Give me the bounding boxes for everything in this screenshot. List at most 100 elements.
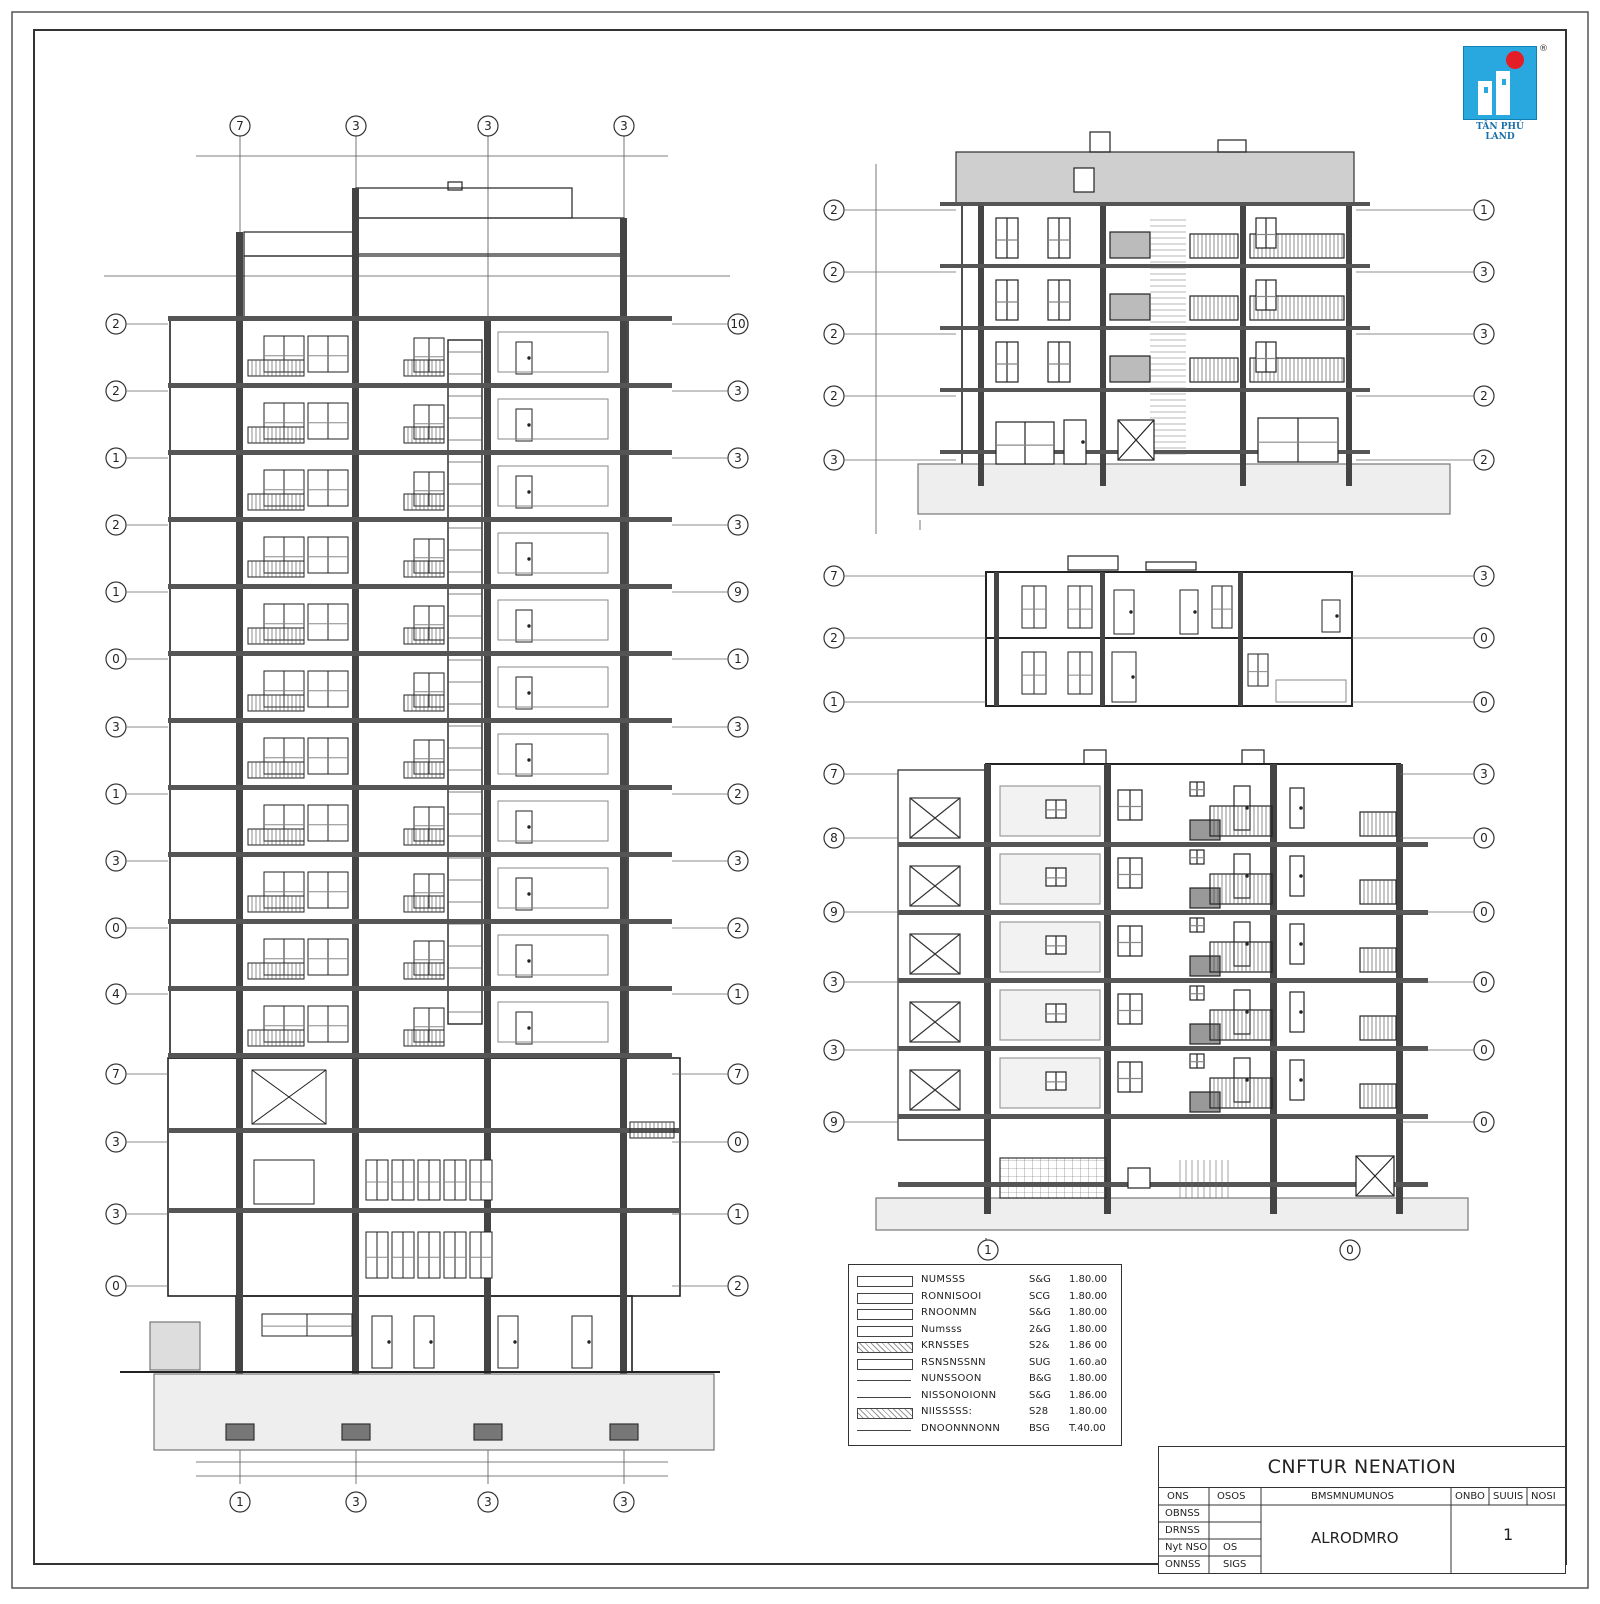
window (307, 804, 349, 842)
window (413, 672, 445, 708)
svg-text:0: 0 (1480, 695, 1488, 709)
door (515, 676, 533, 710)
balcony-railing (1249, 357, 1345, 383)
window (307, 871, 349, 909)
room-fixture (497, 532, 609, 574)
legend-code: S28 (1029, 1406, 1049, 1417)
window (1117, 789, 1143, 821)
window (307, 603, 349, 641)
door (515, 341, 533, 375)
svg-text:0: 0 (1480, 831, 1488, 845)
building-logo-icon (1478, 71, 1510, 115)
balcony-railing (247, 761, 305, 779)
mr-level-bubble-right: 0 (1473, 627, 1495, 649)
legend-val: 1.86.00 (1069, 1389, 1108, 1401)
balcony-railing (629, 1121, 675, 1139)
balcony-railing (403, 359, 445, 377)
legend-name: NISSONOIONN (921, 1389, 997, 1401)
window (1257, 417, 1339, 463)
title-block: CNFTUR NENATION ONS OSOS BMSMNUMUNOS ONB… (1158, 1446, 1566, 1574)
floor-slab (168, 651, 672, 656)
svg-text:3: 3 (112, 854, 120, 868)
level-bubble-left: 3 (105, 850, 127, 872)
mr-level-bubble-right: 0 (1473, 691, 1495, 713)
legend-name: DNOONNNONN (921, 1422, 1001, 1434)
fixture (1275, 679, 1347, 703)
legend-code: SCG (1029, 1290, 1051, 1302)
logo-mark (1463, 46, 1537, 120)
legend-val: T.40.00 (1069, 1422, 1106, 1434)
floor-slab (940, 388, 1370, 392)
grid-bubble-top: 7 (229, 115, 251, 137)
br-level-bubble-left: 8 (823, 827, 845, 849)
level-bubble-left: 0 (105, 1275, 127, 1297)
window (1189, 1053, 1205, 1069)
window (1045, 935, 1067, 955)
bottom-right-floors (898, 781, 1428, 1198)
brand-name: TÂN PHÚ LAND (1476, 122, 1524, 142)
window (1067, 585, 1093, 629)
balcony-railing (1189, 295, 1239, 321)
floor-slab (898, 1046, 1428, 1051)
balcony-railing (403, 895, 445, 913)
door (515, 408, 533, 442)
legend-val: 1.80.00 (1069, 1323, 1108, 1335)
level-bubble-right: 7 (727, 1063, 749, 1085)
balcony-railing (403, 1029, 445, 1047)
level-bubble-right: 2 (727, 917, 749, 939)
svg-text:1: 1 (1480, 203, 1488, 217)
level-bubble-left: 3 (105, 716, 127, 738)
svg-text:0: 0 (734, 1135, 742, 1149)
balcony-railing (403, 694, 445, 712)
tb-header-5: SUUIS (1493, 1491, 1524, 1502)
br-level-bubble-right: 0 (1473, 901, 1495, 923)
legend-name: RSNSNSSNN (921, 1356, 986, 1368)
svg-text:7: 7 (236, 119, 244, 133)
grid-bubble-top: 3 (477, 115, 499, 137)
window (1189, 917, 1205, 933)
svg-text:0: 0 (1480, 975, 1488, 989)
door (515, 810, 533, 844)
left-roof-box (355, 187, 573, 219)
window (1045, 1003, 1067, 1023)
panel (253, 1159, 315, 1205)
floor-slab (898, 842, 1428, 847)
window (995, 279, 1019, 321)
window (1189, 849, 1205, 865)
balcony-railing (1209, 1009, 1273, 1041)
br-level-bubble-left: 7 (823, 763, 845, 785)
balcony-railing (1209, 805, 1273, 837)
level-bubble-right: 10 (727, 313, 749, 335)
svg-text:3: 3 (620, 1495, 628, 1509)
left-floor-slabs (168, 316, 680, 1213)
window (307, 670, 349, 708)
balcony-railing (247, 359, 305, 377)
floor-slab (168, 1208, 680, 1213)
balcony-railing (247, 1029, 305, 1047)
level-bubble-right: 3 (727, 716, 749, 738)
title-block-grid (1159, 1487, 1565, 1573)
tb-row-label: OBNSS (1165, 1508, 1200, 1519)
room-fixture (497, 867, 609, 909)
br-level-bubble-right: 3 (1473, 763, 1495, 785)
grid-bubble-top: 3 (345, 115, 367, 137)
door (371, 1315, 393, 1369)
legend-swatch (857, 1396, 911, 1398)
balcony-railing (1359, 947, 1397, 973)
legend-code: SUG (1029, 1356, 1051, 1368)
floor-slab (168, 584, 672, 589)
balcony-railing (403, 560, 445, 578)
window (1211, 585, 1233, 629)
balcony-railing (247, 627, 305, 645)
counter (1189, 887, 1221, 909)
legend-code: B&G (1029, 1373, 1052, 1384)
window (307, 1005, 349, 1043)
floor-slab (168, 450, 672, 455)
svg-text:2: 2 (1480, 389, 1488, 403)
room (999, 921, 1101, 973)
window (413, 873, 445, 909)
window (1047, 279, 1071, 321)
legend-name: NUNSSOON (921, 1373, 982, 1384)
mr-level-bubble-left: 1 (823, 691, 845, 713)
